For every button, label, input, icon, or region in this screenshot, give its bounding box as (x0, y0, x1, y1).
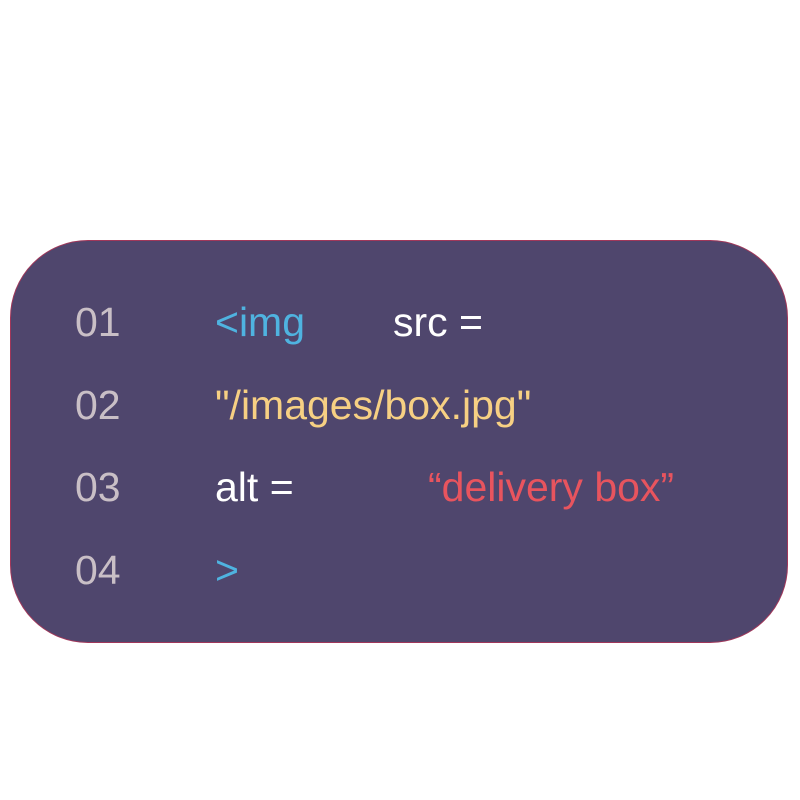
line-number: 03 (75, 464, 121, 510)
code-tag-close: > (215, 547, 239, 593)
code-string-path: "/images/box.jpg" (215, 382, 532, 428)
code-string-alt: “delivery box” (428, 464, 675, 510)
code-tag-open: <img (215, 299, 306, 345)
code-card (10, 240, 788, 643)
line-number: 02 (75, 382, 121, 428)
line-number: 01 (75, 299, 121, 345)
code-attr-src: src = (393, 299, 483, 345)
line-number: 04 (75, 547, 121, 593)
code-attr-alt: alt = (215, 464, 294, 510)
